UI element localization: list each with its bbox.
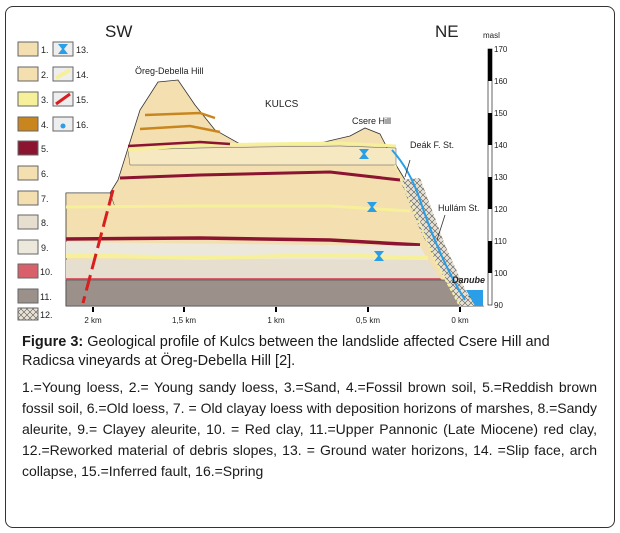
legend-num: 12. (40, 310, 53, 320)
figure-caption: Figure 3: Geological profile of Kulcs be… (22, 333, 597, 371)
label-danube: Danube (452, 275, 485, 285)
legend-num: 4. (41, 120, 49, 130)
dist-tick: 0,5 km (356, 316, 380, 325)
legend-numbers: 1. 2. 3. 4. 5. 6. 7. 8. 9. 10. 11. 12. 1… (40, 45, 89, 320)
profile-layers (65, 79, 485, 307)
distance-axis: 2 km 1,5 km 1 km 0,5 km 0 km (84, 307, 469, 325)
geological-profile-diagram: 1. 2. 3. 4. 5. 6. 7. 8. 9. 10. 11. 12. 1… (17, 22, 508, 325)
elev-tick: 110 (494, 237, 507, 246)
elev-tick: 100 (494, 269, 508, 278)
direction-ne: NE (435, 22, 459, 41)
elev-tick: 160 (494, 77, 508, 86)
elevation-unit: masl (483, 31, 500, 40)
profile-labels: SW NE masl Öreg-Debella Hill KULCS Csere… (105, 22, 500, 285)
label-kulcs: KULCS (265, 99, 299, 110)
dist-tick: 0 km (451, 316, 469, 325)
dist-tick: 1,5 km (172, 316, 196, 325)
legend-swatches (17, 41, 74, 321)
legend-num: 8. (41, 218, 49, 228)
legend-num: 6. (41, 169, 49, 179)
elev-tick: 120 (494, 205, 508, 214)
caption-text: Geological profile of Kulcs between the … (22, 334, 550, 369)
legend-num: 2. (41, 70, 49, 80)
figure-frame (5, 6, 615, 528)
elev-tick: 90 (494, 301, 503, 310)
legend-num: 5. (41, 144, 49, 154)
legend-num: 10. (40, 267, 53, 277)
legend-num: 3. (41, 95, 49, 105)
dist-tick: 1 km (267, 316, 285, 325)
legend-description: 1.=Young loess, 2.= Young sandy loess, 3… (22, 379, 597, 479)
legend-num: 14. (76, 70, 89, 80)
legend-num: 1. (41, 45, 49, 55)
legend-num: 11. (40, 292, 52, 302)
label-csere-hill: Csere Hill (352, 116, 391, 126)
elev-tick: 170 (494, 45, 508, 54)
caption-label: Figure 3: (22, 334, 84, 350)
legend-num: 15. (76, 95, 89, 105)
elev-tick: 150 (494, 109, 508, 118)
legend-num: 7. (41, 194, 49, 204)
label-oreg-debella-hill: Öreg-Debella Hill (135, 66, 204, 76)
direction-sw: SW (105, 22, 132, 41)
label-deak-st: Deák F. St. (410, 140, 454, 150)
legend-num: 9. (41, 243, 49, 253)
dist-tick: 2 km (84, 316, 102, 325)
legend-num: 16. (76, 120, 89, 130)
elevation-scale: 170 160 150 140 130 120 110 100 90 (487, 45, 508, 310)
label-hullam-st: Hullám St. (438, 203, 480, 213)
legend-num: 13. (76, 45, 89, 55)
elev-tick: 130 (494, 173, 508, 182)
elev-tick: 140 (494, 141, 508, 150)
